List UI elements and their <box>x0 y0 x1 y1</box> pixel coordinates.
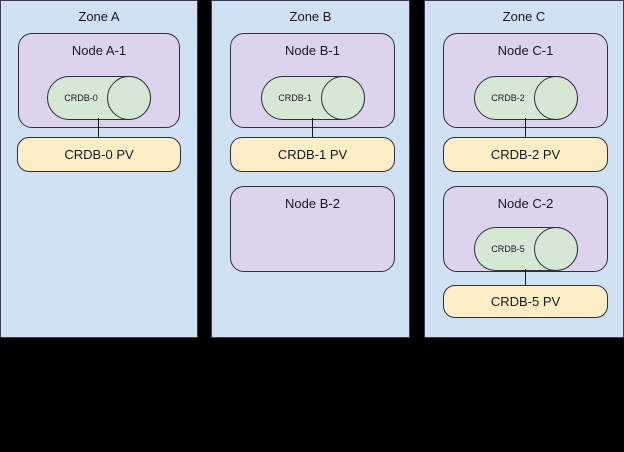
connector-b-1 <box>312 118 313 138</box>
database-cylinder-crdb-1[interactable]: CRDB-1 <box>261 76 365 120</box>
connector-c-1 <box>525 118 526 138</box>
zone-title-c: Zone C <box>502 9 546 24</box>
pv-label-crdb-2: CRDB-2 PV <box>490 147 561 162</box>
node-label-a-1: Node A-1 <box>71 43 127 58</box>
zone-title-b: Zone B <box>289 9 332 24</box>
node-label-b-1: Node B-1 <box>285 43 340 58</box>
connector-c-2 <box>525 269 526 286</box>
pv-box-crdb-5[interactable]: CRDB-5 PV <box>443 285 608 318</box>
database-cylinder-crdb-5[interactable]: CRDB-5 <box>474 227 578 271</box>
pv-box-crdb-0[interactable]: CRDB-0 PV <box>17 137 181 172</box>
pv-label-crdb-1: CRDB-1 PV <box>277 147 348 162</box>
pv-box-crdb-1[interactable]: CRDB-1 PV <box>230 137 395 172</box>
pv-box-crdb-2[interactable]: CRDB-2 PV <box>443 137 608 172</box>
node-label-c-1: Node C-1 <box>497 43 554 58</box>
pv-label-crdb-0: CRDB-0 PV <box>64 147 134 162</box>
node-box-b-2[interactable]: Node B-2 <box>230 186 395 272</box>
node-label-c-2: Node C-2 <box>497 196 554 211</box>
database-cylinder-crdb-2[interactable]: CRDB-2 <box>474 76 578 120</box>
database-cylinder-crdb-0[interactable]: CRDB-0 <box>47 76 151 120</box>
zone-title-a: Zone A <box>78 9 120 24</box>
pv-label-crdb-5: CRDB-5 PV <box>490 294 561 309</box>
node-label-b-2: Node B-2 <box>285 196 340 211</box>
connector-a-1 <box>98 118 99 138</box>
